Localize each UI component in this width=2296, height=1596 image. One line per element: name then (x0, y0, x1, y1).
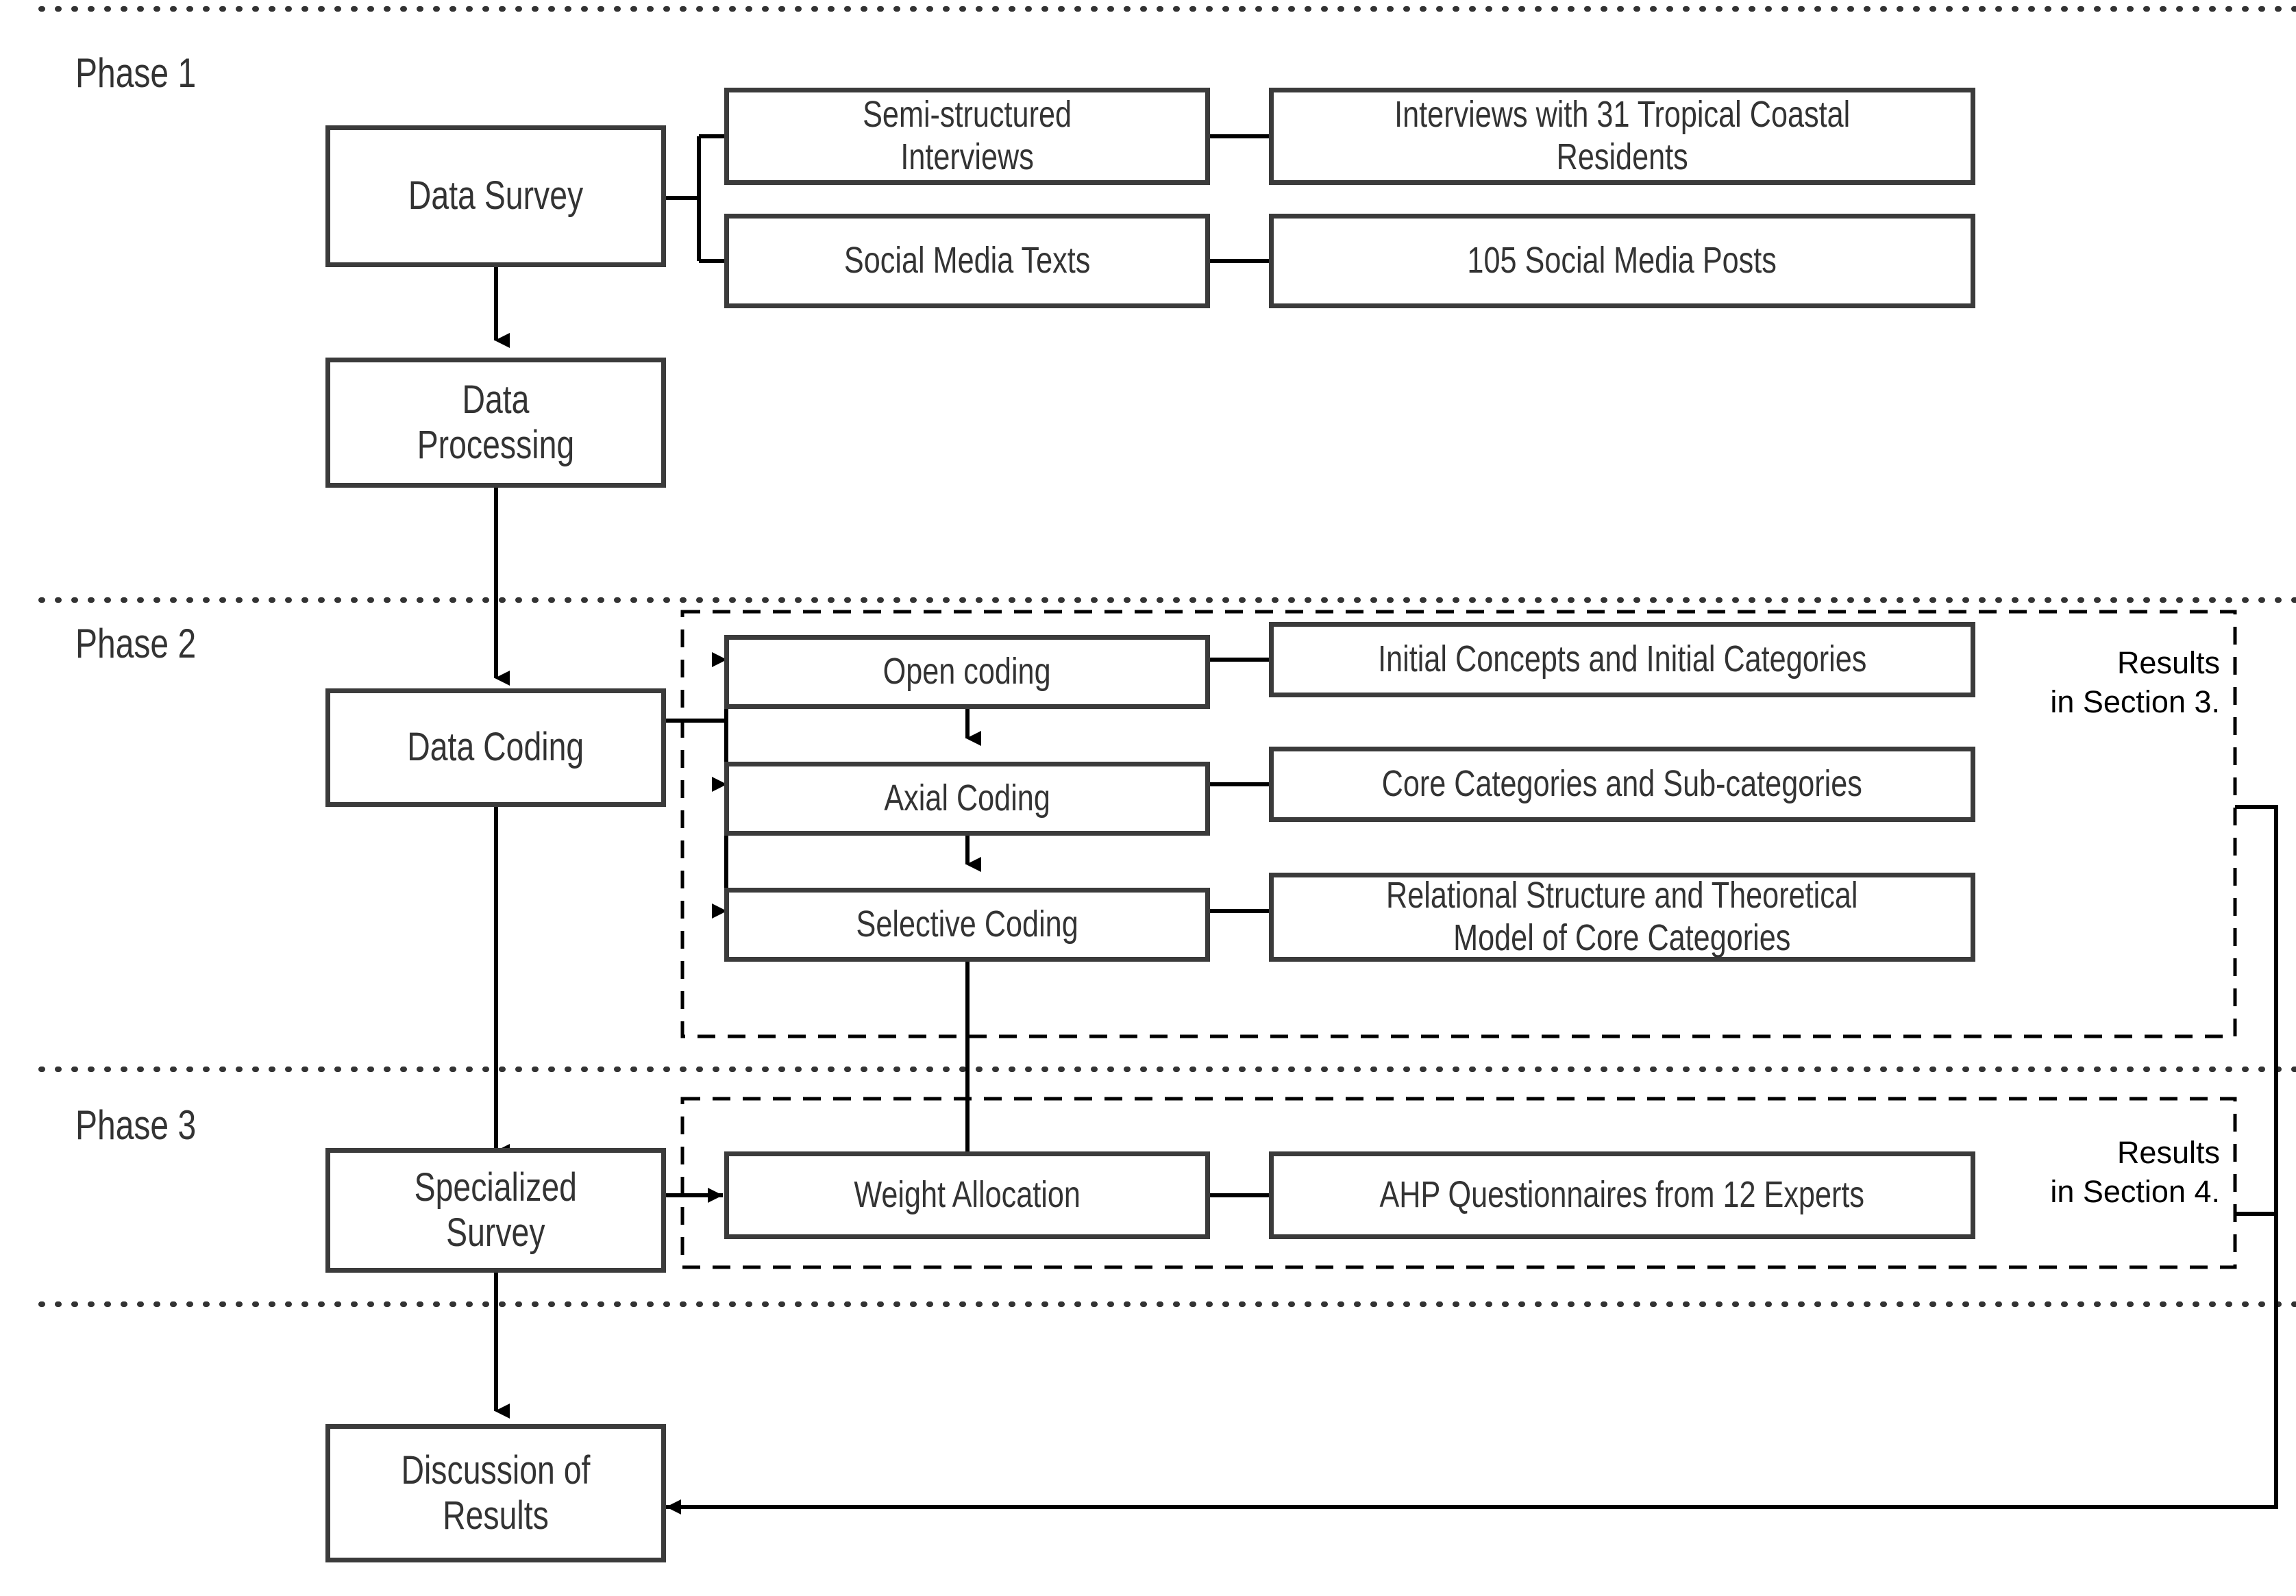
data-survey-bracket (666, 134, 726, 263)
node-social-media-texts-label: Social Media Texts (843, 240, 1091, 282)
node-weight-allocation-label: Weight Allocation (854, 1174, 1081, 1216)
node-interviews-residents[interactable]: Interviews with 31 Tropical Coastal Resi… (1269, 88, 1975, 185)
node-core-categories-subcategories-label: Core Categories and Sub-categories (1381, 763, 1863, 805)
node-discussion-of-results-label: Discussion of Results (401, 1447, 591, 1538)
node-ahp-questionnaires[interactable]: AHP Questionnaires from 12 Experts (1269, 1151, 1975, 1239)
node-social-media-posts-label: 105 Social Media Posts (1467, 240, 1777, 282)
node-selective-coding[interactable]: Selective Coding (724, 888, 1210, 962)
node-axial-coding-label: Axial Coding (884, 777, 1050, 819)
node-initial-concepts-categories[interactable]: Initial Concepts and Initial Categories (1269, 622, 1975, 697)
node-relational-structure-model[interactable]: Relational Structure and Theoretical Mod… (1269, 873, 1975, 962)
phase-label-1: Phase 1 (75, 49, 226, 97)
node-semi-structured-interviews[interactable]: Semi-structured Interviews (724, 88, 1210, 185)
phase-label-3-text: Phase 3 (75, 1102, 197, 1148)
node-data-coding-label: Data Coding (407, 725, 584, 770)
node-semi-structured-interviews-label: Semi-structured Interviews (863, 94, 1072, 177)
phase-label-2: Phase 2 (75, 620, 226, 667)
phase-label-2-text: Phase 2 (75, 621, 197, 666)
node-ahp-questionnaires-label: AHP Questionnaires from 12 Experts (1379, 1174, 1865, 1216)
node-data-survey[interactable]: Data Survey (325, 125, 666, 267)
node-initial-concepts-categories-label: Initial Concepts and Initial Categories (1377, 638, 1867, 680)
node-core-categories-subcategories[interactable]: Core Categories and Sub-categories (1269, 747, 1975, 822)
annotation-results-section-3: Results in Section 3. (2050, 645, 2220, 719)
node-data-processing-label: Data Processing (417, 377, 575, 467)
node-data-survey-label: Data Survey (408, 173, 584, 219)
node-discussion-of-results[interactable]: Discussion of Results (325, 1424, 666, 1562)
node-selective-coding-label: Selective Coding (856, 903, 1078, 945)
node-weight-allocation[interactable]: Weight Allocation (724, 1151, 1210, 1239)
phase-label-1-text: Phase 1 (75, 50, 197, 96)
annotation-results-section-4: Results in Section 4. (2050, 1135, 2220, 1209)
data-coding-bracket (666, 652, 728, 919)
node-social-media-posts[interactable]: 105 Social Media Posts (1269, 214, 1975, 308)
node-data-coding[interactable]: Data Coding (325, 688, 666, 807)
node-specialized-survey[interactable]: Specialized Survey (325, 1148, 666, 1273)
phase1-row-links (1210, 134, 1272, 263)
node-relational-structure-model-label: Relational Structure and Theoretical Mod… (1386, 875, 1858, 958)
node-open-coding-label: Open coding (882, 651, 1051, 693)
node-social-media-texts[interactable]: Social Media Texts (724, 214, 1210, 308)
phase-label-3: Phase 3 (75, 1101, 226, 1149)
phase2-row-links (1210, 658, 1272, 913)
node-specialized-survey-label: Specialized Survey (414, 1164, 578, 1255)
node-axial-coding[interactable]: Axial Coding (724, 762, 1210, 836)
node-interviews-residents-label: Interviews with 31 Tropical Coastal Resi… (1394, 94, 1851, 177)
node-open-coding[interactable]: Open coding (724, 635, 1210, 709)
node-data-processing[interactable]: Data Processing (325, 358, 666, 488)
